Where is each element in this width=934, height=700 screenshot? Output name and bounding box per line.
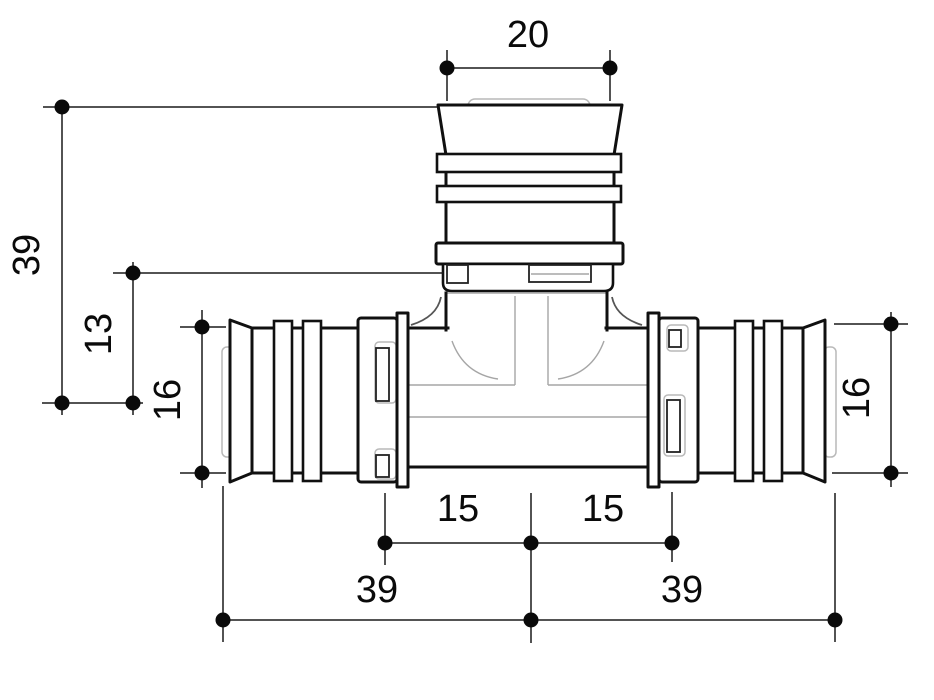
dim-label: 15 bbox=[582, 488, 624, 530]
dimension-dot bbox=[54, 395, 70, 411]
dimension-dot bbox=[215, 612, 231, 628]
dimension-dot bbox=[54, 99, 70, 115]
left-end-flare bbox=[228, 318, 254, 484]
dimension-dot bbox=[827, 612, 843, 628]
center-body-fill bbox=[408, 293, 648, 467]
dim-label: 39 bbox=[661, 569, 703, 611]
tee-fitting bbox=[221, 98, 837, 489]
right-end-flare bbox=[801, 318, 827, 484]
dim-label: 39 bbox=[6, 234, 48, 276]
dim-right-bore: 16 bbox=[832, 312, 908, 487]
dimension-dot bbox=[377, 535, 393, 551]
right-crimp-ring-1 bbox=[733, 319, 755, 483]
dimension-dot bbox=[523, 535, 539, 551]
dimension-dot bbox=[125, 395, 141, 411]
dim-bottom-halves: 15 15 bbox=[377, 488, 680, 643]
right-sight-window-small bbox=[668, 329, 682, 348]
dimension-dot bbox=[194, 319, 210, 335]
dimension-dot bbox=[883, 316, 899, 332]
dim-left-bore: 16 bbox=[147, 310, 226, 488]
dimension-dot bbox=[523, 612, 539, 628]
branch-crimp-ring-2 bbox=[435, 184, 623, 204]
branch-sight-window-left bbox=[446, 264, 469, 284]
dimension-dot bbox=[125, 265, 141, 281]
dimension-dot bbox=[664, 535, 680, 551]
branch-body bbox=[436, 103, 624, 245]
dim-label: 16 bbox=[147, 379, 189, 421]
branch-crimp-ring-1 bbox=[435, 152, 623, 174]
outer-fillet-left bbox=[410, 296, 442, 326]
dim-top-width: 20 bbox=[439, 14, 618, 101]
right-flange bbox=[646, 311, 661, 489]
dim-label: 39 bbox=[356, 569, 398, 611]
dim-label: 13 bbox=[78, 313, 120, 355]
dim-bottom-totals: 39 39 bbox=[215, 486, 843, 642]
dim-label: 16 bbox=[836, 377, 878, 419]
left-flange bbox=[395, 311, 410, 489]
dim-label: 15 bbox=[437, 488, 479, 530]
dim-label: 20 bbox=[507, 14, 549, 56]
bore-fillet-left bbox=[451, 340, 499, 380]
branch-collar bbox=[434, 241, 625, 266]
bore-fillet-right bbox=[557, 340, 605, 380]
left-crimp-ring-1 bbox=[272, 319, 294, 483]
right-sight-window-tall bbox=[666, 399, 681, 453]
outer-fillet-right bbox=[611, 296, 643, 326]
dimension-dot bbox=[883, 465, 899, 481]
dimension-dot bbox=[602, 60, 618, 76]
left-sight-window-small bbox=[375, 454, 390, 478]
dimension-dot bbox=[194, 465, 210, 481]
dimension-dot bbox=[439, 60, 455, 76]
left-crimp-ring-2 bbox=[301, 319, 323, 483]
dim-left-upper: 13 bbox=[78, 262, 443, 415]
right-crimp-ring-2 bbox=[762, 319, 784, 483]
left-sight-window-tall bbox=[375, 347, 390, 402]
